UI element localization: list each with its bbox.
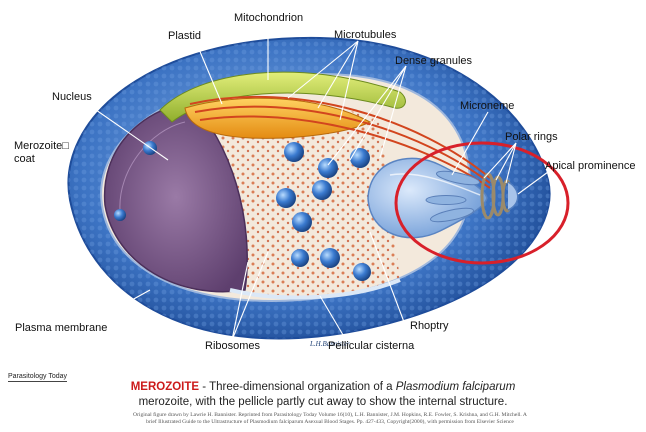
label-microneme: Microneme (460, 100, 514, 113)
label-polar-rings: Polar rings (505, 131, 558, 144)
credit-line2: brief Illustrated Guide to the Ultrastru… (70, 419, 590, 426)
caption-line2: merozoite, with the pellicle partly cut … (0, 396, 646, 408)
label-plastid: Plastid (168, 30, 201, 43)
credit-text: Original figure drawn by Lawrie H. Banni… (70, 412, 590, 426)
label-merozoite-coat-line2: coat (14, 153, 69, 166)
label-apical-prominence: Apical prominence (545, 160, 636, 173)
label-mitochondrion: Mitochondrion (234, 12, 303, 25)
credit-line1: Original figure drawn by Lawrie H. Banni… (70, 412, 590, 419)
caption-title: MEROZOITE (131, 381, 199, 393)
caption-line1: MEROZOITE - Three-dimensional organizati… (0, 381, 646, 393)
caption-species: Plasmodium falciparum (396, 381, 516, 393)
label-pellicular-cisterna: Pellicular cisterna (328, 340, 414, 353)
caption-text: - Three-dimensional organization of a (199, 381, 396, 393)
label-dense-granules: Dense granules (395, 55, 472, 68)
label-nucleus: Nucleus (52, 91, 92, 104)
label-plasma-membrane: Plasma membrane (15, 322, 107, 335)
label-ribosomes: Ribosomes (205, 340, 260, 353)
label-rhoptry: Rhoptry (410, 320, 449, 333)
label-microtubules: Microtubules (334, 29, 396, 42)
label-merozoite-coat: Merozoite□ coat (14, 140, 69, 166)
label-merozoite-coat-line1: Merozoite□ (14, 140, 69, 153)
